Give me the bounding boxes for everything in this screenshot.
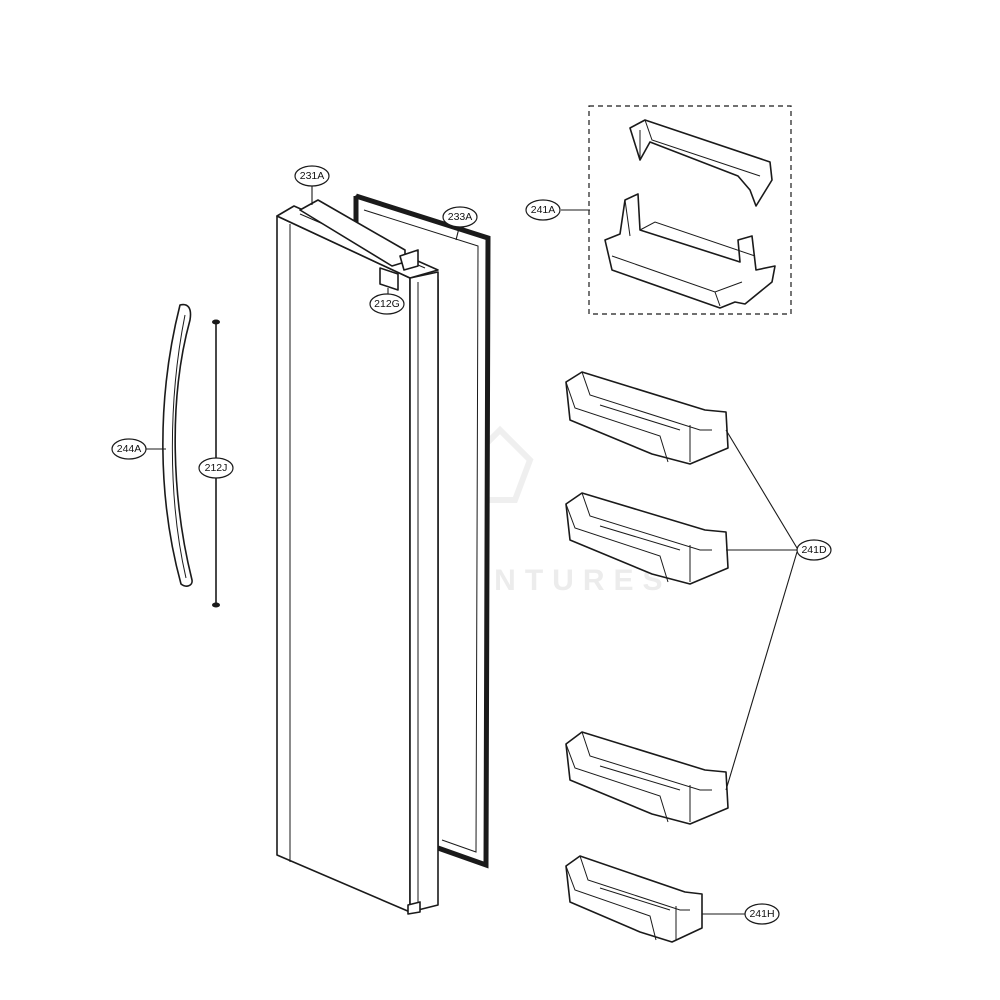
callout-241h: 241H — [744, 903, 780, 925]
callout-231a-label: 231A — [300, 170, 325, 182]
callout-241a: 241A — [525, 199, 561, 221]
callout-212j: 212J — [198, 457, 234, 479]
callout-241d: 241D — [796, 539, 832, 561]
callout-233a-label: 233A — [448, 211, 473, 223]
callout-244a-label: 244A — [117, 443, 142, 455]
door-basket-1 — [565, 371, 729, 465]
small-basket — [565, 855, 703, 943]
callout-212g-label: 212G — [374, 298, 400, 310]
callout-241h-label: 241H — [749, 908, 774, 920]
callout-241d-label: 241D — [801, 544, 827, 556]
door-basket-3 — [565, 731, 729, 825]
callout-244a: 244A — [111, 438, 147, 460]
callout-212g: 212G — [369, 293, 405, 315]
callout-241a-label: 241A — [531, 204, 556, 216]
callout-212j-label: 212J — [205, 462, 228, 474]
callout-231a: 231A — [294, 165, 330, 187]
basket-cover — [629, 119, 773, 207]
door-panel — [276, 199, 439, 915]
callout-233a: 233A — [442, 206, 478, 228]
basket-tray — [604, 193, 776, 309]
door-handle — [162, 303, 193, 587]
door-basket-2 — [565, 492, 729, 585]
leader-lines — [146, 186, 798, 915]
